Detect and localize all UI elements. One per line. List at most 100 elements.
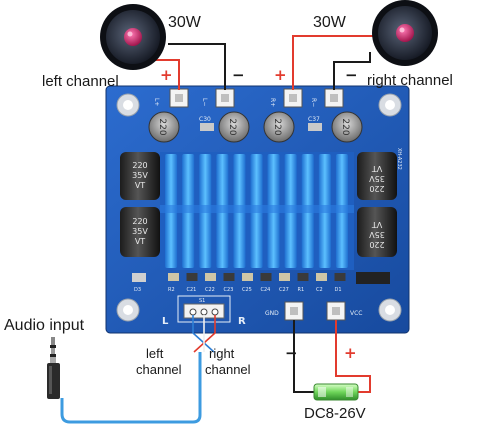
capacitor-big-left-bottom: 220 35V VT [120, 207, 160, 257]
wire-vcc [335, 320, 371, 393]
cap-right-top-volt: 35V [369, 174, 385, 183]
diode-d3 [132, 273, 146, 282]
audio-input-label: Audio input [4, 317, 85, 334]
smd-component [205, 273, 216, 281]
smd-component-code: C21 [187, 287, 197, 293]
smd-component [260, 273, 272, 281]
terminal-r-plus-label: R+ [269, 98, 276, 107]
wire-left-minus [168, 43, 226, 90]
capacitor-small-1-label: 220 [157, 118, 167, 135]
right-minus-sign: − [345, 66, 358, 84]
terminal-r-minus-label: R− [310, 98, 317, 107]
vcc-plus-sign: + [344, 344, 357, 362]
power-rating-right: 30W [313, 14, 347, 31]
terminal-vcc-label: VCC [350, 310, 362, 317]
capacitor-big-right-bottom: 220 35V VT [357, 207, 397, 257]
wiring [60, 35, 375, 424]
left-channel-label: left channel [42, 73, 119, 90]
smd-component-code: C23 [224, 287, 234, 293]
cap-right-top-value: 220 [369, 184, 384, 193]
jack-left-label-1: left [146, 346, 164, 361]
power-rating-left: 30W [168, 14, 202, 31]
input-connector-label: S1 [199, 298, 205, 304]
cap-left-bottom-volt: 35V [132, 227, 148, 236]
wire-gnd [293, 320, 314, 393]
smd-component [316, 273, 327, 281]
right-channel-label: right channel [367, 72, 453, 89]
capacitor-big-left-top: 220 35V VT [120, 152, 160, 200]
code-c30: C30 [199, 116, 211, 123]
capacitor-small-1: 220 [148, 111, 180, 143]
capacitor-small-4: 220 [331, 111, 363, 143]
jack-left-label-2: channel [136, 362, 182, 377]
smd-component-code: R1 [298, 287, 305, 293]
cap-left-bottom-type: VT [135, 237, 145, 246]
cap-left-top-type: VT [135, 181, 145, 190]
right-plus-sign: + [274, 66, 287, 84]
left-minus-sign: − [232, 66, 245, 84]
capacitor-big-right-top: 220 35V VT [357, 152, 397, 200]
cap-right-bottom-value: 220 [369, 240, 384, 249]
wire-right-minus [333, 52, 371, 90]
smd-component-code: C2 [316, 287, 323, 293]
smd-component [186, 273, 198, 281]
smd-component-code: R2 [168, 287, 175, 293]
amplifier-board: L+ L− R+ R− 220 220 220 [105, 85, 410, 334]
diode-d3-label: D3 [134, 287, 141, 293]
left-plus-sign: + [160, 66, 173, 84]
capacitor-small-4-label: 220 [340, 118, 350, 135]
input-l-label: L [162, 316, 169, 327]
smd-part-left [200, 123, 214, 131]
audio-input-connector: S1 [177, 295, 231, 323]
wire-audio-cable [60, 352, 202, 424]
smd-component [223, 273, 235, 281]
mounting-hole-bottom-left [116, 298, 140, 322]
terminal-gnd: GND [265, 301, 304, 321]
smd-component [168, 273, 179, 281]
smd-component-code: C25 [242, 287, 252, 293]
input-r-label: R [238, 316, 246, 327]
jack-right-label-2: channel [205, 362, 251, 377]
cap-right-bottom-type: VT [372, 220, 382, 229]
audio-jack-icon [47, 337, 60, 399]
speaker-left-icon [100, 4, 166, 70]
smd-component-code: C22 [205, 287, 215, 293]
wire-audio-right [193, 315, 216, 353]
capacitor-small-2-label: 220 [227, 118, 237, 135]
terminal-vcc: VCC [326, 301, 362, 321]
diode-d1-body [356, 272, 390, 284]
smd-component [242, 273, 253, 281]
smd-component-row: R2 C21 C22 C23 C25 C24 C27 R1 C2 D1 [168, 273, 346, 293]
smd-component-code: C27 [279, 287, 289, 293]
mounting-hole-top-right [378, 93, 402, 117]
smd-component-code: C24 [261, 287, 271, 293]
speaker-right-icon [372, 0, 438, 66]
capacitor-small-3: 220 [263, 111, 295, 143]
smd-component [297, 273, 309, 281]
cap-right-top-type: VT [372, 164, 382, 173]
terminal-l-minus-label: L− [201, 98, 208, 106]
mounting-hole-top-left [116, 93, 140, 117]
smd-part-right [308, 123, 322, 131]
wire-right-plus [292, 35, 375, 90]
jack-right-label-1: right [209, 346, 235, 361]
supply-voltage-label: DC8-26V [304, 405, 366, 422]
gnd-minus-sign: − [285, 344, 298, 362]
terminal-l-plus-label: L+ [153, 98, 160, 106]
power-indicator-icon [313, 383, 359, 401]
mounting-hole-bottom-right [378, 298, 402, 322]
board-model: XH-A232 [396, 148, 402, 170]
capacitor-small-2: 220 [218, 111, 250, 143]
cap-left-top-volt: 35V [132, 171, 148, 180]
capacitor-small-3-label: 220 [272, 118, 282, 135]
cap-left-bottom-value: 220 [132, 217, 147, 226]
heatsink [160, 152, 354, 270]
terminal-gnd-label: GND [265, 310, 279, 317]
code-c37: C37 [308, 116, 320, 123]
cap-left-top-value: 220 [132, 161, 147, 170]
smd-component [334, 273, 346, 281]
smd-component-code: D1 [335, 287, 342, 293]
smd-component [279, 273, 290, 281]
cap-right-bottom-volt: 35V [369, 230, 385, 239]
wire-audio-left [192, 315, 215, 353]
